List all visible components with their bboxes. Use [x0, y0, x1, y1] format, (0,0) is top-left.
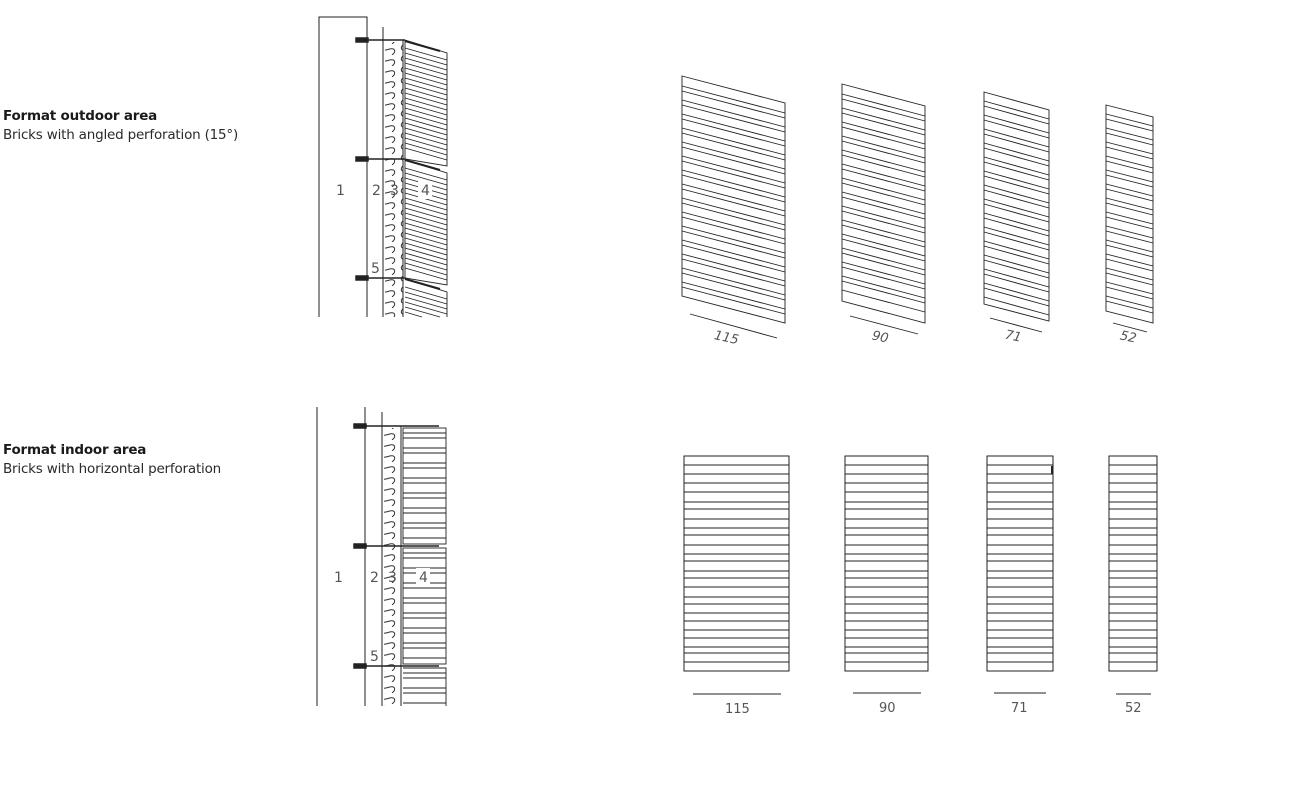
layer-label-1: 1 [334, 570, 343, 586]
indoor-brick-90 [844, 455, 929, 694]
indoor-wall-section [316, 407, 447, 706]
outdoor-brick-90 [841, 83, 926, 335]
outdoor-brick-71 [983, 91, 1050, 333]
indoor-brick-52 [1108, 455, 1158, 695]
indoor-brick-71 [986, 455, 1054, 694]
outdoor-dim-52: 52 [1119, 328, 1138, 346]
section-subtitle-indoor: Bricks with horizontal perforation [3, 461, 222, 477]
outdoor-layer-labels: 1 2 3 4 5 [336, 181, 432, 277]
caption-outdoor: Format outdoor area Bricks with angled p… [3, 107, 238, 145]
section-title-indoor: Format indoor area [3, 442, 147, 458]
angled-bricks-section [404, 39, 448, 318]
outdoor-brick-52 [1105, 104, 1154, 333]
caption-indoor: Format indoor area Bricks with horizonta… [3, 441, 221, 479]
horizontal-bricks-section [402, 427, 447, 706]
indoor-dim-52: 52 [1125, 701, 1142, 716]
layer-label-5: 5 [370, 649, 379, 665]
outdoor-dim-115: 115 [713, 328, 740, 348]
indoor-dim-71: 71 [1011, 701, 1028, 716]
layer-label-3: 3 [388, 570, 397, 586]
section-subtitle-outdoor: Bricks with angled perforation (15°) [3, 127, 239, 143]
anchor-brackets [353, 423, 439, 669]
indoor-dim-115: 115 [725, 702, 750, 717]
indoor-dim-90: 90 [879, 701, 896, 716]
indoor-layer-labels: 1 2 3 4 5 [334, 568, 430, 665]
layer-label-5: 5 [371, 261, 380, 277]
outdoor-wall-section [318, 16, 448, 318]
layer-label-4: 4 [421, 183, 430, 199]
outdoor-dim-71: 71 [1003, 328, 1022, 346]
layer-label-4: 4 [419, 570, 428, 586]
layer-label-1: 1 [336, 183, 345, 199]
section-title-outdoor: Format outdoor area [3, 108, 158, 124]
layer-label-2: 2 [372, 183, 381, 199]
indoor-brick-115 [683, 455, 790, 695]
anchor-brackets [355, 37, 405, 281]
layer-label-2: 2 [370, 570, 379, 586]
outdoor-brick-115 [681, 75, 786, 339]
layer-label-3: 3 [390, 183, 399, 199]
outdoor-dim-90: 90 [871, 328, 890, 346]
